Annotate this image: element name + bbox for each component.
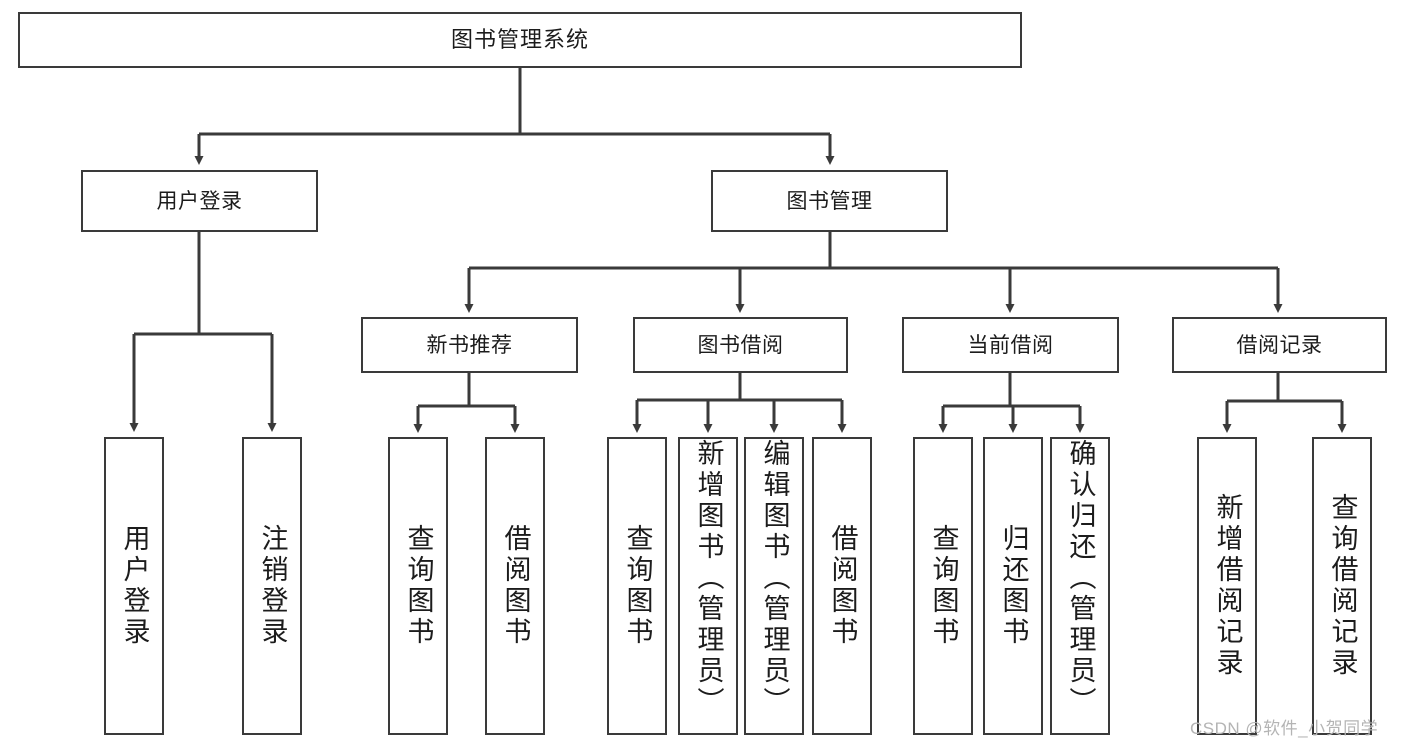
- node-borrow-record[interactable]: 借阅记录: [1172, 317, 1387, 373]
- node-leaf-query-book-2-label: 查询图书: [622, 524, 653, 648]
- node-leaf-return-book[interactable]: 归还图书: [983, 437, 1043, 735]
- node-user-login-label: 用户登录: [156, 189, 243, 213]
- node-leaf-add-borrow-record-label: 新增借阅记录: [1212, 493, 1243, 679]
- node-leaf-query-book-3[interactable]: 查询图书: [913, 437, 973, 735]
- node-leaf-user-login[interactable]: 用户登录: [104, 437, 164, 735]
- watermark-text: CSDN @软件_小贺同学: [1190, 719, 1379, 738]
- node-leaf-query-book-3-label: 查询图书: [928, 524, 959, 648]
- node-user-login[interactable]: 用户登录: [81, 170, 318, 232]
- node-leaf-borrow-book-2-label: 借阅图书: [827, 524, 858, 648]
- node-leaf-user-login-label: 用户登录: [119, 524, 150, 648]
- node-current-borrow[interactable]: 当前借阅: [902, 317, 1119, 373]
- node-new-book-rec-label: 新书推荐: [426, 333, 513, 357]
- node-leaf-return-book-label: 归还图书: [998, 524, 1029, 648]
- node-book-manage[interactable]: 图书管理: [711, 170, 948, 232]
- node-current-borrow-label: 当前借阅: [967, 333, 1054, 357]
- node-book-borrow-label: 图书借阅: [697, 333, 784, 357]
- node-leaf-query-borrow-record[interactable]: 查询借阅记录: [1312, 437, 1372, 735]
- node-leaf-query-book-2[interactable]: 查询图书: [607, 437, 667, 735]
- node-leaf-confirm-return-admin-label: 确认归还（管理员）: [1065, 439, 1096, 718]
- node-leaf-add-book-admin-label: 新增图书（管理员）: [693, 439, 724, 718]
- node-leaf-borrow-book-1[interactable]: 借阅图书: [485, 437, 545, 735]
- node-leaf-borrow-book-2[interactable]: 借阅图书: [812, 437, 872, 735]
- node-root[interactable]: 图书管理系统: [18, 12, 1022, 68]
- node-leaf-edit-book-admin-label: 编辑图书（管理员）: [759, 439, 790, 718]
- node-leaf-add-borrow-record[interactable]: 新增借阅记录: [1197, 437, 1257, 735]
- node-book-manage-label: 图书管理: [786, 189, 873, 213]
- node-root-label: 图书管理系统: [450, 27, 589, 52]
- node-leaf-user-logout-label: 注销登录: [257, 524, 288, 648]
- node-leaf-query-book-1-label: 查询图书: [403, 524, 434, 648]
- node-leaf-edit-book-admin[interactable]: 编辑图书（管理员）: [744, 437, 804, 735]
- node-book-borrow[interactable]: 图书借阅: [633, 317, 848, 373]
- node-borrow-record-label: 借阅记录: [1236, 333, 1323, 357]
- node-leaf-borrow-book-1-label: 借阅图书: [500, 524, 531, 648]
- node-leaf-user-logout[interactable]: 注销登录: [242, 437, 302, 735]
- node-leaf-add-book-admin[interactable]: 新增图书（管理员）: [678, 437, 738, 735]
- node-leaf-query-borrow-record-label: 查询借阅记录: [1327, 493, 1358, 679]
- node-leaf-confirm-return-admin[interactable]: 确认归还（管理员）: [1050, 437, 1110, 735]
- node-leaf-query-book-1[interactable]: 查询图书: [388, 437, 448, 735]
- node-new-book-rec[interactable]: 新书推荐: [361, 317, 578, 373]
